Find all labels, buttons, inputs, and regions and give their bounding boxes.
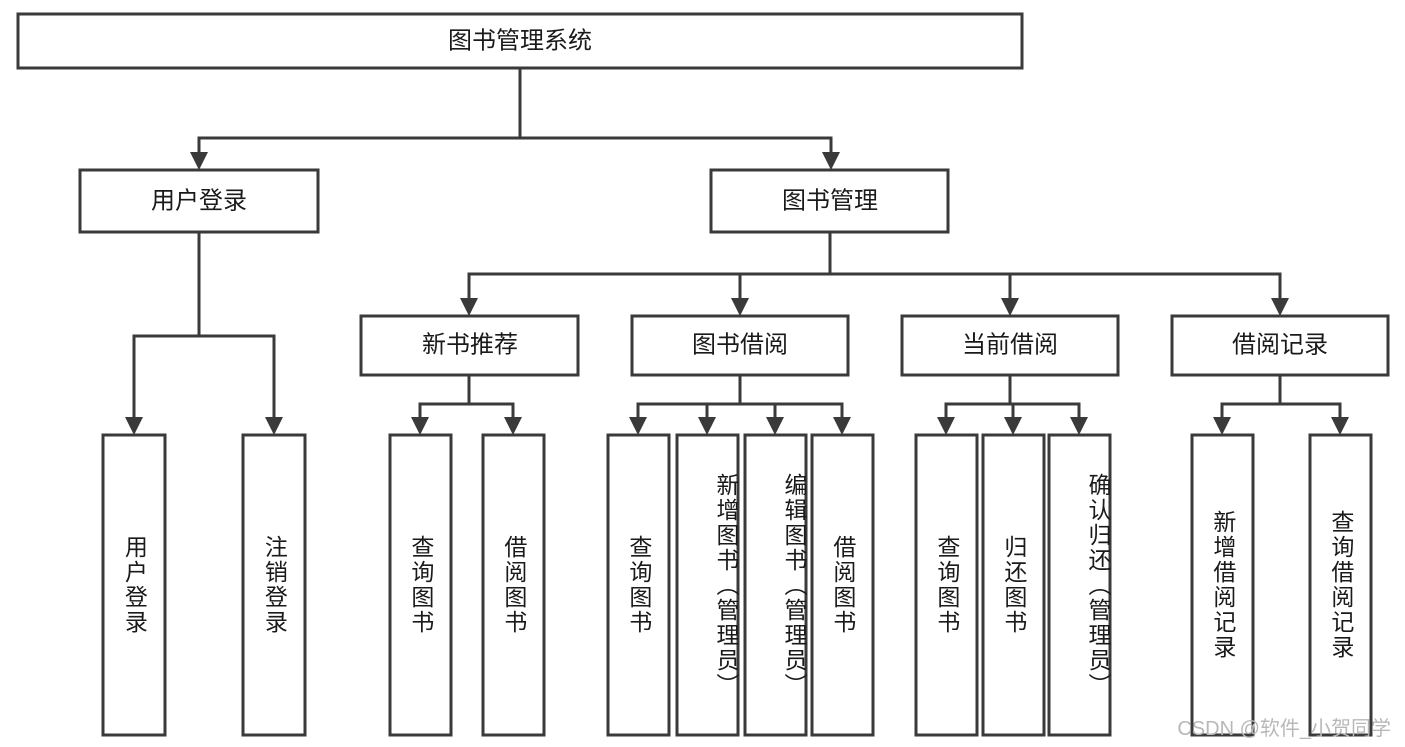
node-root[interactable]: 图书管理系统 — [16, 12, 1024, 70]
leaf-box[interactable] — [1047, 433, 1112, 737]
node-book-borrow-label: 图书借阅 — [692, 331, 788, 358]
connector-user-login-to-leaves — [125, 230, 283, 435]
leaf-box[interactable] — [388, 433, 453, 737]
leaf-box[interactable] — [241, 433, 307, 737]
leaf-box[interactable] — [914, 433, 979, 737]
node-book-manage[interactable]: 图书管理 — [709, 168, 950, 234]
node-root-label: 图书管理系统 — [448, 27, 592, 54]
connector-book-manage-to-level3 — [460, 230, 1289, 316]
leaf-box[interactable] — [101, 433, 167, 737]
connector-root-to-level2 — [190, 66, 840, 170]
csdn-watermark: CSDN @软件_小贺同学 — [1177, 718, 1391, 740]
connector-current-borrow-to-leaves — [937, 373, 1088, 435]
node-current-borrow-label: 当前借阅 — [962, 331, 1058, 358]
node-book-borrow[interactable]: 图书借阅 — [630, 314, 850, 377]
node-user-login-label: 用户登录 — [151, 187, 247, 214]
leaf-box[interactable] — [810, 433, 875, 737]
node-new-book-recommend-label: 新书推荐 — [422, 331, 518, 358]
node-borrow-record-label: 借阅记录 — [1232, 331, 1328, 358]
node-book-manage-label: 图书管理 — [782, 187, 878, 214]
leaf-box[interactable] — [1190, 433, 1255, 737]
leaf-box[interactable] — [481, 433, 546, 737]
leaf-box[interactable] — [675, 433, 740, 737]
node-new-book-recommend[interactable]: 新书推荐 — [359, 314, 580, 377]
node-current-borrow[interactable]: 当前借阅 — [900, 314, 1120, 377]
connector-borrow-record-to-leaves — [1213, 373, 1349, 435]
connector-new-book-to-leaves — [411, 373, 522, 435]
connector-book-borrow-to-leaves — [629, 373, 851, 435]
leaf-box[interactable] — [1308, 433, 1373, 737]
node-user-login[interactable]: 用户登录 — [78, 168, 320, 234]
leaf-boxes — [101, 433, 1373, 737]
leaf-box[interactable] — [606, 433, 671, 737]
leaf-box[interactable] — [743, 433, 808, 737]
leaf-box[interactable] — [981, 433, 1046, 737]
node-borrow-record[interactable]: 借阅记录 — [1170, 314, 1390, 377]
